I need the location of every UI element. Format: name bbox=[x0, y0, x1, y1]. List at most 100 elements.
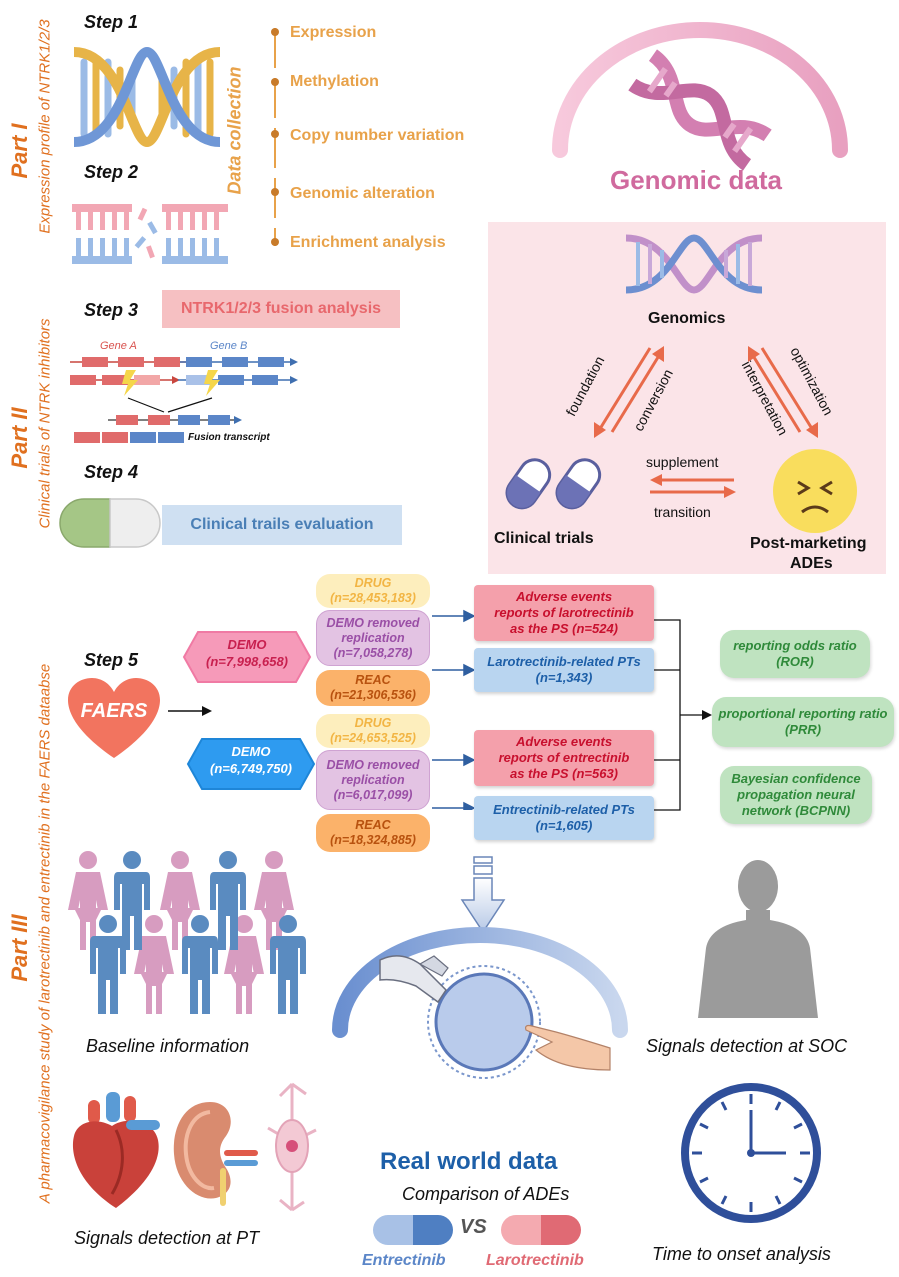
demo-removed1-count: (n=7,058,278) bbox=[333, 645, 413, 660]
step-1-label: Step 1 bbox=[84, 12, 139, 32]
post-marketing-label-1: Post-marketing bbox=[750, 535, 867, 552]
baseline-info-label: Baseline information bbox=[86, 1036, 250, 1056]
reac1-pill: REAC (n=21,306,536) bbox=[316, 670, 430, 706]
drug2-count: (n=24,653,525) bbox=[330, 731, 416, 745]
entrectinib-label: Entrectinib bbox=[362, 1252, 446, 1269]
dc-item-genomic-alteration: Genomic alteration bbox=[290, 185, 435, 202]
fusion-analysis-box: NTRK1/2/3 fusion analysis bbox=[162, 290, 400, 328]
supplement-label: supplement bbox=[646, 454, 719, 470]
dc-item-methylation: Methylation bbox=[290, 73, 379, 90]
part-2-subtitle: Clinical trials of NTRK inhibitors bbox=[36, 318, 54, 529]
ae-entr-l3: as the PS (n=563) bbox=[509, 766, 619, 781]
heart-organ-icon bbox=[72, 1092, 160, 1208]
demo2-count: (n=6,749,750) bbox=[209, 761, 293, 776]
clinical-eval-box: Clinical trails evaluation bbox=[162, 505, 402, 545]
comparison-label: Comparison of ADEs bbox=[402, 1184, 570, 1204]
reac2-pill: REAC (n=18,324,885) bbox=[316, 814, 430, 852]
demo1-count: (n=7,998,658) bbox=[205, 654, 289, 669]
tto-label: Time to onset analysis bbox=[652, 1244, 831, 1264]
part-1-subtitle: Expression profile of NTRK1/2/3 bbox=[36, 19, 54, 234]
demo-removed2-pill: DEMO removed replication (n=6,017,099) bbox=[316, 750, 430, 810]
pt-entr-l1: Entrectinib-related PTs bbox=[493, 802, 635, 817]
genomic-data-title: Genomic data bbox=[610, 165, 782, 195]
demo-removed1-pill: DEMO removed replication (n=7,058,278) bbox=[316, 610, 430, 666]
genomic-data-graphic bbox=[552, 22, 848, 171]
gene-a-label: Gene A bbox=[100, 340, 137, 352]
demo1-title: DEMO bbox=[227, 637, 267, 652]
ae-laro-l3: as the PS (n=524) bbox=[509, 621, 619, 636]
ae-laro-l1: Adverse events bbox=[515, 589, 613, 604]
bcpnn-l2: propagation neural bbox=[737, 787, 855, 802]
fusion-gene-diagram bbox=[70, 357, 298, 443]
prr-l2: (PRR) bbox=[784, 722, 822, 737]
kidney-organ-icon bbox=[173, 1102, 258, 1206]
demo1-hexagon bbox=[182, 631, 312, 683]
dc-item-cnv: Copy number variation bbox=[290, 127, 465, 144]
ror-l1: reporting odds ratio bbox=[733, 638, 857, 653]
ror-method: reporting odds ratio (ROR) bbox=[720, 630, 870, 678]
drug2-pill: DRUG (n=24,653,525) bbox=[316, 714, 430, 748]
ae-larotrectinib-box: Adverse events reports of larotrectinib … bbox=[474, 585, 654, 641]
fusion-analysis-title: NTRK1/2/3 fusion analysis bbox=[180, 300, 382, 317]
horizontal-double-arrow bbox=[650, 474, 736, 498]
part-2-label: Part II bbox=[7, 407, 32, 469]
demo2-title: DEMO bbox=[231, 744, 271, 759]
clock-icon bbox=[681, 1083, 821, 1223]
unhappy-face-icon bbox=[773, 449, 857, 533]
part-1-label: Part I bbox=[7, 123, 32, 179]
people-crowd-icon bbox=[68, 851, 306, 1014]
fusion-transcript-label: Fusion transcript bbox=[188, 432, 270, 443]
real-world-data-graphic bbox=[332, 927, 628, 1079]
bcpnn-l3: network (BCPNN) bbox=[741, 803, 851, 818]
demo-removed2-l1: DEMO removed bbox=[326, 757, 420, 772]
faers-flow-arrows bbox=[432, 609, 476, 810]
data-collection-timeline bbox=[271, 28, 279, 246]
real-world-data-title: Real world data bbox=[380, 1148, 558, 1175]
faers-arrow bbox=[168, 706, 212, 716]
neuron-icon bbox=[267, 1082, 317, 1212]
pt-larotrectinib-box: Larotrectinib-related PTs (n=1,343) bbox=[474, 648, 654, 692]
human-body-icon bbox=[698, 860, 818, 1018]
prr-l1: proportional reporting ratio bbox=[718, 706, 888, 721]
pt-laro-l2: (n=1,343) bbox=[535, 670, 593, 685]
genomics-dna-icon bbox=[625, 234, 763, 294]
faers-heart-icon bbox=[68, 678, 160, 758]
pt-laro-l1: Larotrectinib-related PTs bbox=[487, 654, 641, 669]
drug2-title: DRUG bbox=[354, 716, 392, 730]
post-marketing-label-2: ADEs bbox=[790, 555, 833, 572]
pt-entr-l2: (n=1,605) bbox=[535, 818, 593, 833]
ror-l2: (ROR) bbox=[776, 654, 814, 669]
clinical-eval-title: Clinical trails evaluation bbox=[190, 516, 374, 533]
reac1-title: REAC bbox=[355, 673, 391, 687]
ae-entr-l2: reports of entrectinib bbox=[498, 750, 630, 765]
pt-entrectinib-box: Entrectinib-related PTs (n=1,605) bbox=[474, 796, 654, 840]
part-3-label: Part III bbox=[7, 914, 32, 982]
left-double-arrow bbox=[594, 346, 664, 438]
entrectinib-capsule-icon bbox=[373, 1215, 453, 1245]
bcpnn-method: Bayesian confidence propagation neural n… bbox=[720, 766, 872, 824]
down-arrow-icon bbox=[460, 856, 506, 934]
demo-removed1-l2: replication bbox=[341, 630, 405, 645]
ae-entrectinib-box: Adverse events reports of entrectinib as… bbox=[474, 730, 654, 786]
demo-removed2-count: (n=6,017,099) bbox=[333, 787, 413, 802]
data-collection-title: Data collection bbox=[224, 66, 245, 195]
larotrectinib-capsule-icon bbox=[501, 1215, 581, 1245]
step-5-label: Step 5 bbox=[84, 650, 139, 670]
pills-icon bbox=[505, 458, 602, 510]
part-3-subtitle: A pharmacovigilance study of larotrectin… bbox=[36, 663, 54, 1204]
ae-entr-l1: Adverse events bbox=[515, 734, 613, 749]
step-4-label: Step 4 bbox=[84, 462, 139, 482]
drug1-title: DRUG bbox=[354, 576, 392, 590]
demo2-hexagon bbox=[186, 738, 316, 790]
reac2-count: (n=18,324,885) bbox=[330, 833, 416, 847]
soc-label: Signals detection at SOC bbox=[646, 1036, 848, 1056]
reac2-title: REAC bbox=[355, 818, 391, 832]
broken-dna-icon bbox=[72, 204, 228, 264]
gene-b-label: Gene B bbox=[210, 340, 248, 352]
reac1-count: (n=21,306,536) bbox=[330, 688, 416, 702]
drug1-pill: DRUG (n=28,453,183) bbox=[316, 574, 430, 608]
step-3-label: Step 3 bbox=[84, 300, 139, 320]
clinical-trials-label: Clinical trials bbox=[494, 530, 594, 547]
dna-helix-icon bbox=[73, 46, 221, 148]
dc-item-enrichment: Enrichment analysis bbox=[290, 234, 446, 251]
